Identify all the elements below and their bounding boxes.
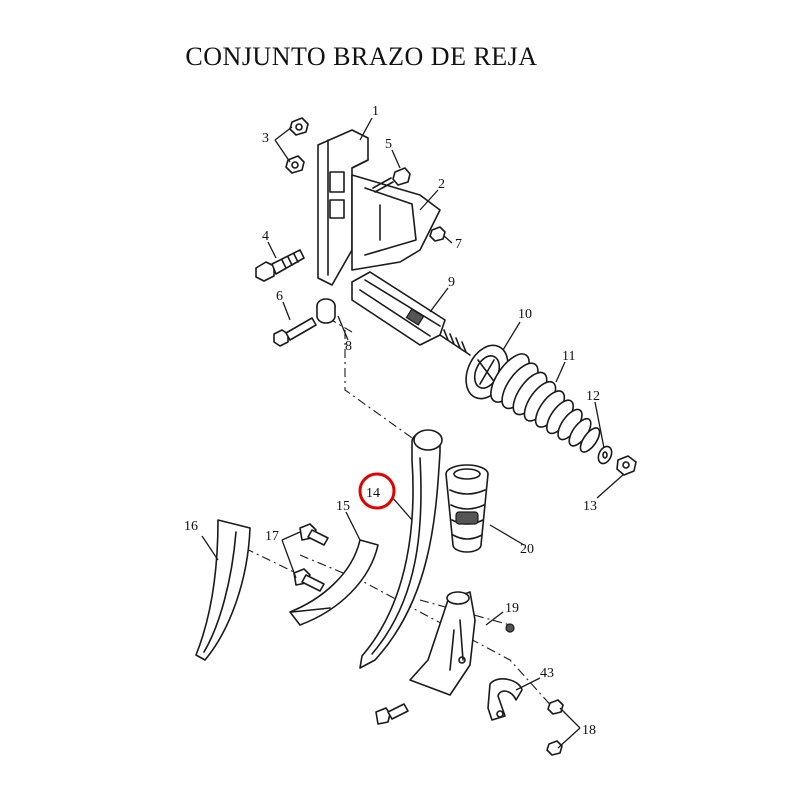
lower-bolt [375,703,409,725]
part-43-clamp [487,678,523,721]
spring-coil [579,427,601,453]
label-part-5: 5 [385,137,392,152]
part-8-bushing [316,298,336,324]
label-part-13: 13 [583,499,597,514]
part-1-mounting-bracket [317,129,369,286]
part-16-shin-blade [195,519,251,661]
part-2-side-plate [351,174,441,271]
part-20-sleeve [445,464,489,553]
part-12-washer [597,445,613,465]
part-18-nut-lower [546,740,563,756]
highlight-circle [358,472,396,510]
share-point [409,591,476,696]
label-part-7: 7 [455,237,462,252]
label-part-12: 12 [586,389,600,404]
part-17-bolt-lower [293,568,325,592]
label-part-14: 14 [366,486,380,501]
label-part-16: 16 [184,519,198,534]
part-labels: 1 2 3 4 5 6 7 8 9 10 11 12 13 15 16 17 1… [184,104,600,738]
label-part-17: 17 [265,529,279,544]
part-13-nut [616,455,637,476]
part-11-coil-spring [490,353,601,453]
label-part-20: 20 [520,542,534,557]
part-7-nut [429,226,446,242]
label-part-43: 43 [540,666,554,681]
part-3-nut-upper [289,117,309,136]
label-part-19: 19 [505,601,519,616]
part-3-nut-lower [285,155,305,174]
label-part-18: 18 [582,723,596,738]
part-15-wing-blade [289,539,379,626]
label-part-4: 4 [262,229,269,244]
part-9-spring-rod [351,271,471,356]
part-4-bolt [255,249,305,282]
part-14-curved-arm [359,429,443,669]
label-part-10: 10 [518,307,532,322]
label-part-11: 11 [562,349,575,364]
label-part-15: 15 [336,499,350,514]
label-part-2: 2 [438,177,445,192]
part-5-bolt [372,167,411,193]
leader-lines [201,117,625,749]
part-6-bolt [273,317,317,347]
label-part-3: 3 [262,131,269,146]
highlight-callout-part-14: 14 [358,472,396,510]
label-part-8: 8 [345,339,352,354]
part-18-nut-upper [547,699,564,715]
part-17-bolt-upper [299,523,329,546]
diagram-title: CONJUNTO BRAZO DE REJA [185,42,538,71]
label-part-6: 6 [276,289,283,304]
label-part-9: 9 [448,275,455,290]
part-19-nut [505,623,515,633]
label-part-1: 1 [372,104,379,119]
